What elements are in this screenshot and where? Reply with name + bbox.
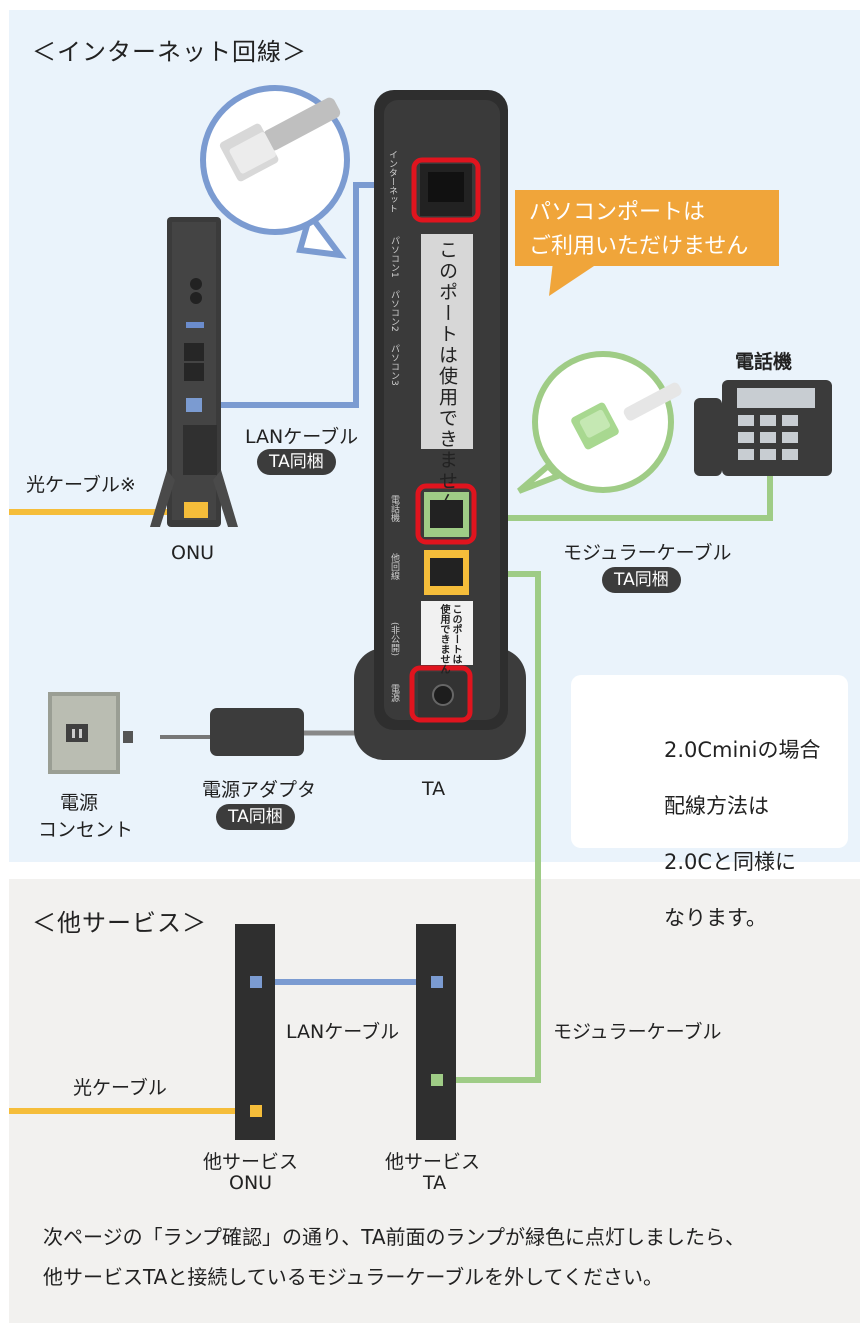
- other-onu-label-line1: 他サービス: [203, 1151, 299, 1173]
- mini-note-line-2: 配線方法は: [664, 794, 769, 818]
- modular-cable-bundled-tag: TA同梱: [602, 567, 681, 593]
- mini-note-card: [571, 675, 848, 848]
- other-section-title: ＜他サービス＞: [32, 909, 207, 937]
- footer-line-1: 次ページの「ランプ確認」の通り、TA前面のランプが緑色に点灯しましたら、: [43, 1225, 745, 1249]
- other-lan-cable-label: LANケーブル: [286, 1021, 400, 1043]
- footer-instructions: 次ページの「ランプ確認」の通り、TA前面のランプが緑色に点灯しましたら、 他サー…: [43, 1217, 745, 1297]
- modular-cable-phone: [462, 475, 773, 521]
- mini-note-line-1: 2.0Cminiの場合: [664, 738, 821, 762]
- outlet-label-line2: コンセント: [38, 819, 134, 841]
- ta-port-label-pc1: パソコン1: [389, 236, 399, 278]
- other-onu-fiber-port: [250, 1105, 262, 1117]
- other-fiber-cable-label: 光ケーブル: [73, 1077, 167, 1099]
- ta-pc-ports-note: このポートは使用できません: [436, 240, 458, 513]
- ta-port-label-line: 他回線: [389, 553, 399, 580]
- other-onu-device: [235, 924, 275, 1140]
- ta-lower-port-note-line2: 使用できません: [438, 604, 449, 674]
- ta-device: [354, 90, 526, 760]
- other-ta-device: [416, 924, 456, 1140]
- ta-lower-port-note-line1: このポートは: [450, 604, 461, 664]
- callout-line-1: パソコンポートは: [529, 200, 706, 225]
- other-ta-lan-port: [431, 976, 443, 988]
- onu-label: ONU: [171, 542, 215, 564]
- other-modular-cable-label: モジュラーケーブル: [553, 1021, 722, 1043]
- mini-note-line-4: なります。: [664, 906, 767, 930]
- other-ta-label-line2: TA: [423, 1172, 447, 1194]
- ta-port-label-phone: 電話機: [389, 495, 399, 522]
- onu-device: [150, 217, 238, 527]
- mini-note-line-3: 2.0Cと同様に: [664, 850, 797, 874]
- other-onu-lan-port: [250, 976, 262, 988]
- power-adapter: [210, 708, 304, 756]
- wall-outlet: [48, 692, 133, 774]
- power-cord: [160, 728, 217, 739]
- ta-port-label-internet: インターネット: [387, 150, 397, 213]
- ta-label: TA: [422, 778, 446, 800]
- other-ta-label-line1: 他サービス: [385, 1151, 481, 1173]
- callout-pointer: [549, 262, 600, 296]
- outlet-label-line1: 電源: [60, 792, 99, 814]
- pc-port-callout: パソコンポートは ご利用いただけません: [515, 190, 779, 266]
- modular-cable-label: モジュラーケーブル: [563, 542, 732, 564]
- lan-cable-label: LANケーブル: [245, 426, 359, 448]
- lan-connector-zoom: [200, 85, 350, 259]
- other-onu-label-line2: ONU: [229, 1172, 273, 1194]
- adapter-bundled-tag: TA同梱: [216, 804, 295, 830]
- callout-line-2: ご利用いただけません: [529, 234, 749, 259]
- internet-section-title: ＜インターネット回線＞: [32, 38, 307, 66]
- ta-port-label-pc3: パソコン3: [389, 344, 399, 386]
- phone-label: 電話機: [735, 351, 793, 373]
- ta-port-label-reserved: (非公開): [389, 622, 399, 657]
- phone-device: [694, 380, 832, 476]
- mini-note-text: 2.0Cminiの場合 配線方法は 2.0Cと同様に なります。: [664, 708, 821, 960]
- adapter-label: 電源アダプタ: [202, 779, 317, 801]
- footer-line-2: 他サービスTAと接続しているモジュラーケーブルを外してください。: [43, 1265, 663, 1289]
- other-ta-modular-port: [431, 1074, 443, 1086]
- fiber-cable-label: 光ケーブル※: [26, 474, 136, 496]
- lan-cable-bundled-tag: TA同梱: [257, 449, 336, 475]
- ta-port-label-power: 電源: [389, 684, 399, 702]
- ta-port-label-pc2: パソコン2: [389, 290, 399, 332]
- modular-connector-zoom: [517, 351, 682, 494]
